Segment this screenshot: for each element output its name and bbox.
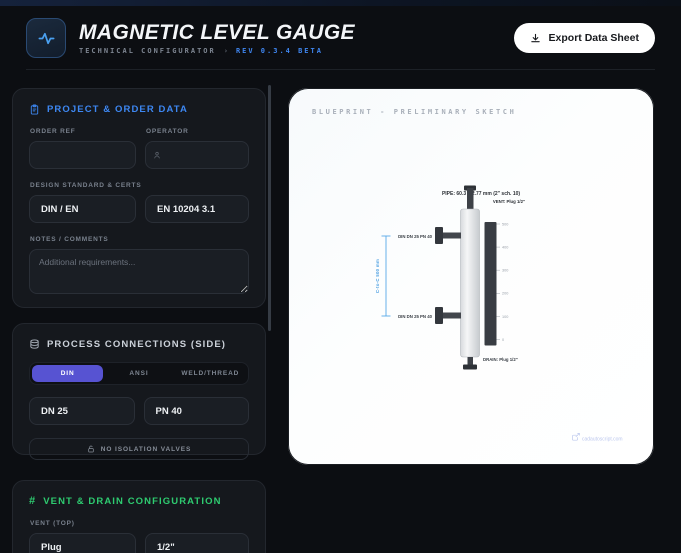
tab-din[interactable]: DIN [32,365,104,382]
tab-weld-thread[interactable]: WELD/THREAD [175,365,246,382]
vent-size-select[interactable]: 1/2" [145,533,249,553]
process-connections-card: PROCESS CONNECTIONS (SIDE) DIN ANSI WELD… [12,323,266,460]
notes-textarea[interactable] [29,249,249,294]
waveform-icon [38,32,54,44]
vent-type-select[interactable]: Plug [29,533,136,553]
blueprint-title: BLUEPRINT - PRELIMINARY SKETCH [312,108,517,116]
svg-text:300: 300 [502,269,508,273]
user-icon [153,151,161,159]
drain-plug [463,357,477,370]
revision-badge: REV 0.3.4 BETA [235,46,323,55]
pipe-spec-label: PIPE: 60.3 × 2.77 mm (2" sch. 10) [442,191,520,197]
watermark-link[interactable]: cadautoscript.com [572,432,623,443]
project-card-title: PROJECT & ORDER DATA [29,104,249,115]
stack-icon [30,339,39,349]
svg-text:500: 500 [502,222,508,226]
nozzle-top [435,227,461,244]
vent-row: Plug 1/2" [29,533,249,553]
vent-top-label: VENT (TOP) [30,520,75,527]
connection-standard-tabs: DIN ANSI WELD/THREAD [29,362,249,385]
vent-card-title: # VENT & DRAIN CONFIGURATION [29,495,222,508]
top-accent-strip [0,0,681,6]
scale-ticks [496,223,500,340]
order-ref-input[interactable] [29,141,136,169]
design-standard-select[interactable]: DIN / EN [29,195,136,223]
design-standard-label: DESIGN STANDARD & CERTS [30,182,142,189]
app-header: MAGNETIC LEVEL GAUGE TECHNICAL CONFIGURA… [0,6,681,70]
subtitle: TECHNICAL CONFIGURATOR [79,46,216,55]
project-fields-row: ORDER REF OPERATOR [29,115,249,169]
dn-size-select[interactable]: DN 25 [29,397,135,425]
drain-annotation: DRAIN: Plug 1/2" [483,357,518,362]
export-button-label: Export Data Sheet [548,32,639,44]
operator-input[interactable] [145,141,249,169]
process-card-title: PROCESS CONNECTIONS (SIDE) [29,339,249,350]
certificate-select[interactable]: EN 10204 3.1 [145,195,249,223]
app-logo [26,18,66,58]
nozzle-top-label: DIN DN 25 PN 40 [398,234,433,239]
nozzle-bottom [435,307,461,324]
svg-text:400: 400 [502,246,508,250]
page-title: MAGNETIC LEVEL GAUGE [79,20,355,44]
export-data-sheet-button[interactable]: Export Data Sheet [513,23,655,53]
svg-text:200: 200 [502,292,508,296]
left-column-scrollbar[interactable] [268,85,271,331]
order-ref-field: ORDER REF [29,115,136,169]
svg-text:0: 0 [502,338,504,342]
design-row: DIN / EN EN 10204 3.1 [29,195,249,223]
title-block: MAGNETIC LEVEL GAUGE TECHNICAL CONFIGURA… [79,22,355,55]
chamber-pipe [460,208,480,358]
operator-field: OPERATOR [145,115,249,169]
brand: MAGNETIC LEVEL GAUGE TECHNICAL CONFIGURA… [26,18,355,58]
pressure-rating-select[interactable]: PN 40 [143,397,249,425]
blueprint-drawing: PIPE: 60.3 × 2.77 mm (2" sch. 10) VENT: … [375,185,623,443]
breadcrumb: TECHNICAL CONFIGURATOR › REV 0.3.4 BETA [79,47,355,55]
watermark-text: cadautoscript.com [582,437,623,443]
dimension-label: C-to-C 500 mm [375,259,380,293]
dimension-line [381,235,391,317]
hash-icon: # [29,495,37,507]
nozzle-bottom-label: DIN DN 25 PN 40 [398,314,433,319]
operator-label: OPERATOR [146,128,189,135]
notes-label: NOTES / COMMENTS [30,236,109,243]
isolation-valves-label: NO ISOLATION VALVES [100,445,192,453]
scale-labels: 500 400 300 200 100 0 [502,222,508,342]
download-icon [530,33,540,42]
vent-annotation: VENT: Plug 1/2" [493,199,525,204]
lock-icon [88,445,94,453]
clipboard-icon [30,104,39,115]
indicator-rail [484,222,497,346]
connection-size-row: DN 25 PN 40 [29,397,249,425]
svg-text:100: 100 [502,315,508,319]
breadcrumb-separator: › [223,46,228,55]
project-order-card: PROJECT & ORDER DATA ORDER REF OPERATOR [12,88,266,308]
tab-ansi[interactable]: ANSI [103,365,174,382]
vent-drain-card: # VENT & DRAIN CONFIGURATION VENT (TOP) … [12,480,266,553]
external-link-icon [572,432,580,441]
vent-plug [464,185,476,210]
isolation-valves-toggle[interactable]: NO ISOLATION VALVES [29,438,249,460]
order-ref-label: ORDER REF [30,128,76,135]
blueprint-panel: BLUEPRINT - PRELIMINARY SKETCH PIPE: 60.… [288,88,654,465]
